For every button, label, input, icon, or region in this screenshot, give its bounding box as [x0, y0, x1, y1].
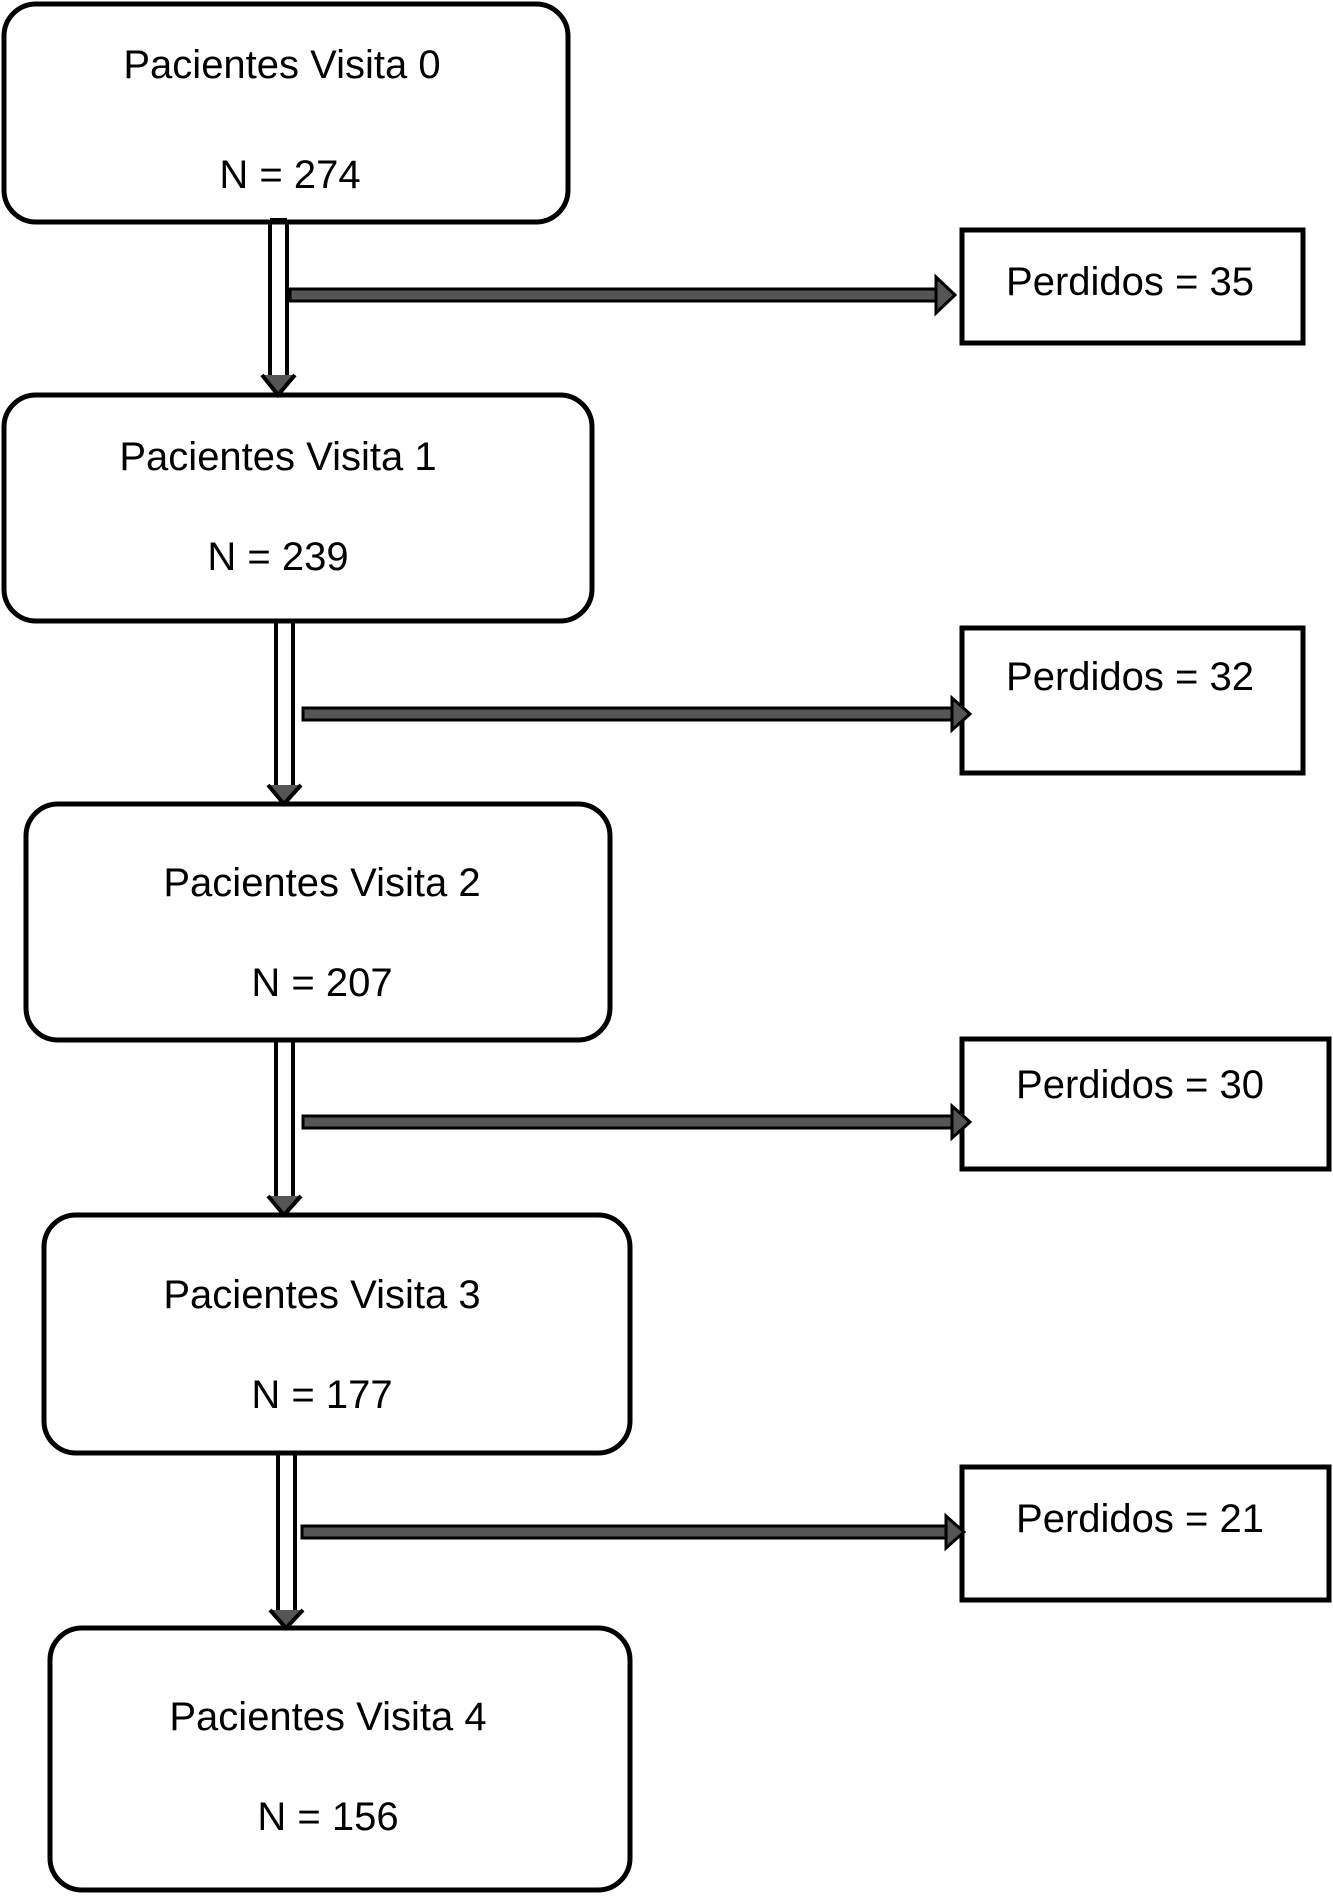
right-arrow-2	[301, 1102, 973, 1142]
down-arrow-2	[266, 1040, 303, 1219]
down-arrow-0	[260, 218, 297, 399]
visit-box-2: Pacientes Visita 2 N = 207	[23, 801, 613, 1043]
loss-label: Perdidos = 35	[1006, 260, 1254, 304]
loss-label: Perdidos = 32	[1006, 655, 1254, 699]
visit-count: N = 177	[251, 1373, 392, 1417]
visit-label: Pacientes Visita 1	[119, 435, 436, 479]
loss-label: Perdidos = 21	[1016, 1497, 1264, 1541]
loss-box-2: Perdidos = 30	[959, 1036, 1332, 1172]
visit-box-3: Pacientes Visita 3 N = 177	[41, 1212, 633, 1456]
visit-label: Pacientes Visita 3	[163, 1273, 480, 1317]
visit-label: Pacientes Visita 0	[123, 43, 440, 87]
visit-label: Pacientes Visita 2	[163, 861, 480, 905]
visit-label: Pacientes Visita 4	[169, 1695, 486, 1739]
down-arrow-1	[266, 619, 303, 808]
loss-label: Perdidos = 30	[1016, 1063, 1264, 1107]
visit-box-1: Pacientes Visita 1 N = 239	[1, 392, 595, 624]
right-arrow-1	[301, 694, 973, 734]
visit-box-4: Pacientes Visita 4 N = 156	[47, 1625, 633, 1893]
loss-box-1: Perdidos = 32	[959, 625, 1306, 776]
loss-box-3: Perdidos = 21	[959, 1464, 1332, 1603]
visit-count: N = 207	[251, 961, 392, 1005]
visit-count: N = 239	[207, 535, 348, 579]
visit-box-0: Pacientes Visita 0 N = 274	[1, 1, 571, 225]
down-arrow-3	[268, 1453, 305, 1631]
right-arrow-3	[300, 1512, 967, 1552]
right-arrow-0	[288, 273, 958, 317]
visit-count: N = 274	[219, 153, 360, 197]
visit-count: N = 156	[257, 1795, 398, 1839]
loss-box-0: Perdidos = 35	[959, 227, 1306, 346]
